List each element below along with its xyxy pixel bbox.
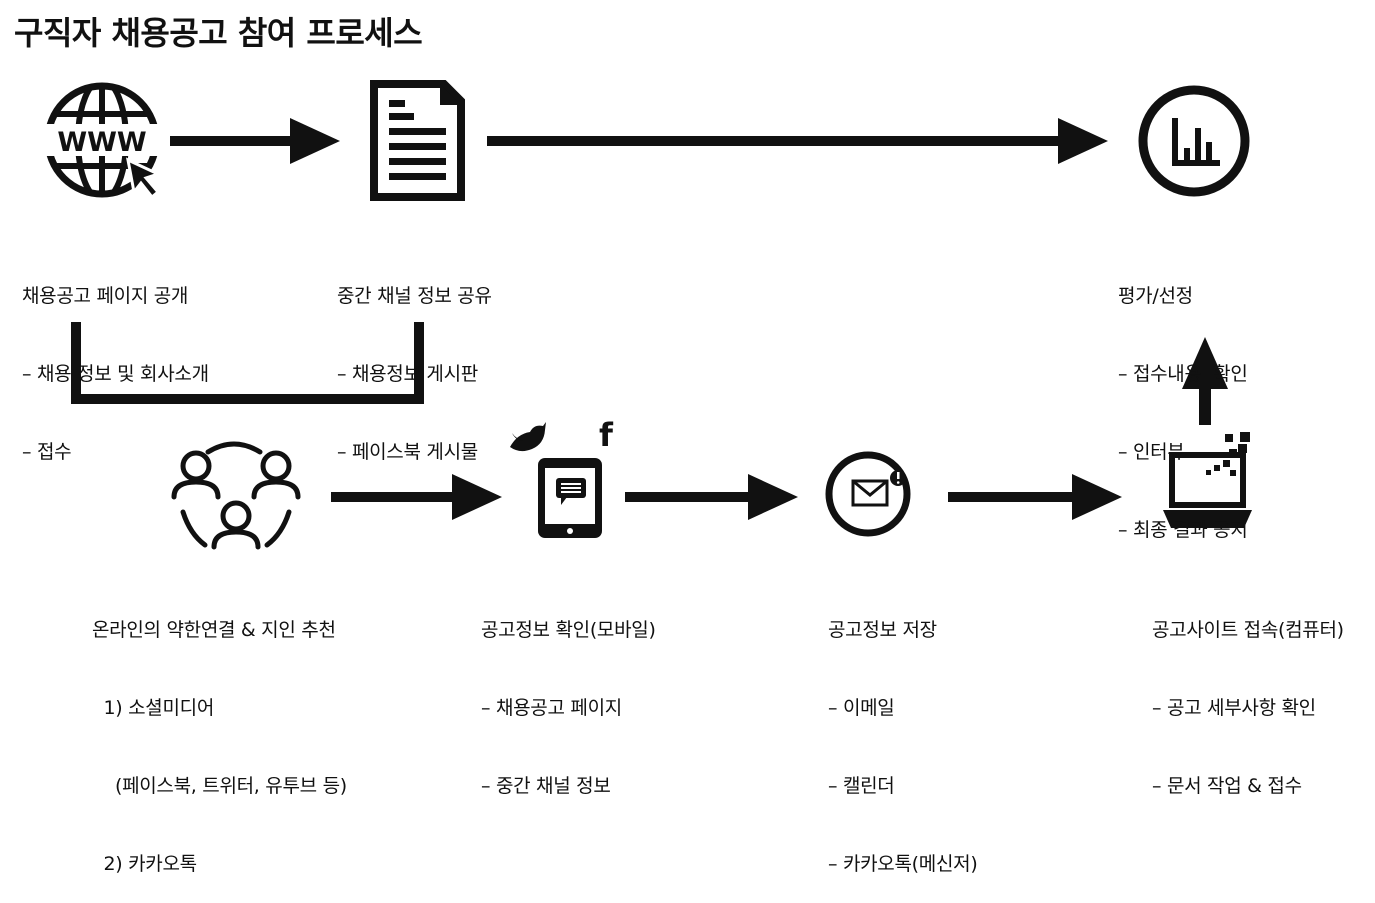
evaluation-item: – 최종 결과 공지 <box>1118 519 1248 541</box>
referral-item: (페이스북, 트위터, 유투브 등) <box>92 775 347 797</box>
referral-item: 2) 카카오톡 <box>92 853 197 875</box>
evaluation-heading: 평가/선정 <box>1118 285 1193 307</box>
laptop-icon <box>1163 432 1252 528</box>
arrow-web-to-document <box>170 118 340 164</box>
bracket-connector <box>71 322 424 404</box>
intermediate-heading: 중간 채널 정보 공유 <box>337 285 492 307</box>
arrow-document-to-evaluation <box>487 118 1108 164</box>
mobile-item: – 채용공고 페이지 <box>481 697 622 719</box>
storage-item: – 카카오톡(메신저) <box>828 853 978 875</box>
www-globe-cursor-icon: WWW <box>40 82 164 200</box>
web-page-item: – 접수 <box>22 441 72 463</box>
storage-item: – 캘린더 <box>828 775 895 797</box>
www-text: WWW <box>57 127 146 158</box>
intermediate-channel-description: 중간 채널 정보 공유 – 채용정보 게시판 – 페이스북 게시물 <box>337 231 492 491</box>
people-network-icon <box>171 441 301 550</box>
bar-chart-circle-icon <box>1138 85 1250 197</box>
evaluation-item: – 인터뷰 <box>1118 441 1185 463</box>
storage-heading: 공고정보 저장 <box>828 619 937 641</box>
intermediate-item: – 페이스북 게시물 <box>337 441 478 463</box>
storage-item: – 이메일 <box>828 697 895 719</box>
intermediate-item: – 채용정보 게시판 <box>337 363 478 385</box>
evaluation-description: 평가/선정 – 접수내용 확인 – 인터뷰 – 최종 결과 공지 <box>1118 231 1248 569</box>
page-title: 구직자 채용공고 참여 프로세스 <box>14 14 423 52</box>
site-access-item: – 문서 작업 & 접수 <box>1152 775 1302 797</box>
mobile-item: – 중간 채널 정보 <box>481 775 611 797</box>
site-access-item: – 공고 세부사항 확인 <box>1152 697 1316 719</box>
storage-description: 공고정보 저장 – 이메일 – 캘린더 – 카카오톡(메신저) <box>828 565 978 903</box>
site-access-description: 공고사이트 접속(컴퓨터) – 공고 세부사항 확인 – 문서 작업 & 접수 <box>1152 565 1344 825</box>
facebook-f-icon: f <box>599 416 614 454</box>
arrow-mobile-to-mail <box>625 474 798 520</box>
site-access-heading: 공고사이트 접속(컴퓨터) <box>1152 619 1344 641</box>
arrow-mail-to-laptop <box>948 474 1122 520</box>
mobile-check-description: 공고정보 확인(모바일) – 채용공고 페이지 – 중간 채널 정보 <box>481 565 656 825</box>
evaluation-item: – 접수내용 확인 <box>1118 363 1248 385</box>
arrow-network-to-mobile <box>331 474 502 520</box>
process-diagram: WWW f <box>40 80 1252 550</box>
web-page-heading: 채용공고 페이지 공개 <box>22 285 189 307</box>
arrow-laptop-to-evaluation <box>1182 337 1228 425</box>
web-page-description: 채용공고 페이지 공개 – 채용 정보 및 회사소개 – 접수 <box>22 231 209 491</box>
referral-description: 온라인의 약한연결 & 지인 추천 1) 소셜미디어 (페이스북, 트위터, 유… <box>92 565 347 903</box>
tablet-message-icon <box>538 458 602 538</box>
document-icon <box>370 80 465 201</box>
referral-item: 1) 소셜미디어 <box>92 697 215 719</box>
mail-circle-icon <box>825 451 911 537</box>
referral-heading: 온라인의 약한연결 & 지인 추천 <box>92 619 336 641</box>
web-page-item: – 채용 정보 및 회사소개 <box>22 363 209 385</box>
twitter-bird-icon <box>510 422 546 452</box>
mobile-heading: 공고정보 확인(모바일) <box>481 619 656 641</box>
